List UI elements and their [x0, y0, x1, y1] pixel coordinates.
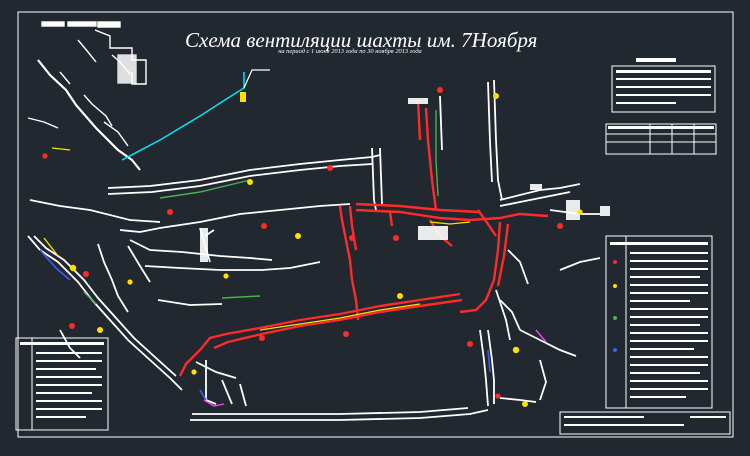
title-block [559, 411, 731, 435]
blue-routes [39, 249, 491, 401]
yellow-routes [43, 147, 471, 331]
station-markers [42, 87, 583, 407]
data-table-top-right [605, 123, 717, 155]
drawing-frame [17, 11, 734, 438]
mine-drifts [27, 79, 601, 421]
fresh-air-route [121, 72, 245, 161]
diagram-title: Схема вентиляции шахты им. 7Ноября [185, 28, 538, 52]
upper-left-workings [27, 21, 147, 171]
intake-air-routes [83, 110, 439, 305]
diagram-subtitle: на период с 1 июня 2013 года по 30 ноябр… [278, 48, 422, 55]
return-air-routes [178, 99, 549, 377]
legend-table-top-right [611, 58, 716, 113]
legend-table-right [605, 235, 713, 409]
legend-table-left [15, 337, 109, 431]
station-blocks [200, 98, 610, 262]
